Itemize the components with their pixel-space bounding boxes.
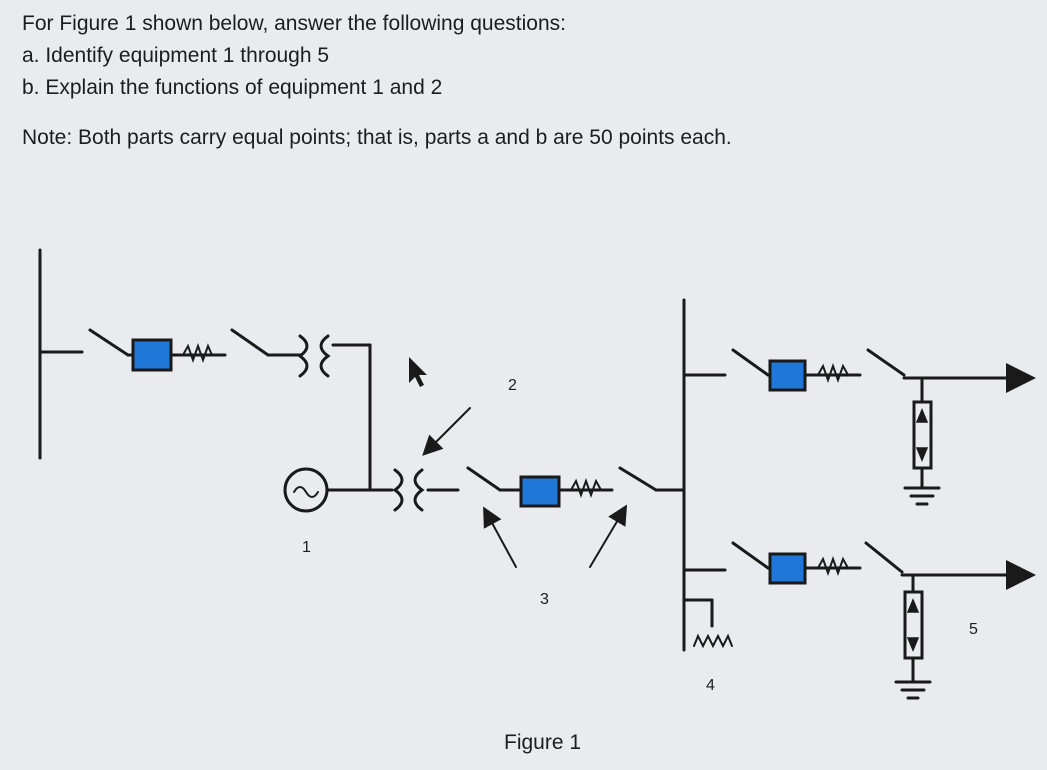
transformer-lower-secondary	[413, 468, 425, 512]
generator-symbol	[283, 467, 329, 513]
disconnect-switch-right-upper-right	[866, 348, 906, 377]
breaker-lower	[519, 475, 561, 508]
disconnect-switch-top-left	[88, 328, 130, 357]
label-4: 4	[706, 677, 715, 694]
label-3: 3	[540, 591, 549, 608]
pointer-arrow-2	[422, 407, 471, 456]
label-2: 2	[508, 377, 517, 394]
breaker-top-left	[131, 338, 173, 372]
label-5: 5	[969, 621, 978, 638]
transformer-top-primary	[297, 334, 309, 378]
relay-zigzag-right-lower	[817, 556, 849, 576]
question-note: Note: Both parts carry equal points; tha…	[22, 126, 732, 149]
relay-zigzag-top-left	[182, 343, 213, 363]
figure-caption: Figure 1	[504, 731, 582, 754]
disconnect-switch-top-mid	[230, 328, 270, 357]
mouse-cursor-icon	[409, 357, 427, 387]
breaker-right-upper	[768, 359, 807, 392]
generator-tilde	[293, 486, 319, 498]
disconnect-switch-right-upper-left	[731, 348, 770, 377]
question-part-a: a. Identify equipment 1 through 5	[22, 44, 330, 67]
disconnect-switch-lower-left	[466, 466, 502, 492]
relay-zigzag-right-upper	[817, 363, 849, 383]
question-block: For Figure 1 shown below, answer the fol…	[22, 12, 922, 160]
transformer-top-secondary	[319, 334, 331, 378]
breaker-right-lower	[768, 552, 807, 585]
disconnect-switch-right-lower-right	[864, 541, 904, 574]
question-part-b: b. Explain the functions of equipment 1 …	[22, 76, 443, 99]
disconnect-switch-right-lower-left	[731, 541, 770, 570]
question-intro: For Figure 1 shown below, answer the fol…	[22, 12, 566, 35]
transformer-lower-primary	[392, 468, 404, 512]
pointer-arrow-3-right	[589, 504, 628, 568]
disconnect-switch-lower-right	[618, 466, 658, 492]
label-1: 1	[302, 539, 311, 556]
resistor-symbol	[693, 633, 733, 649]
relay-zigzag-lower	[570, 478, 602, 498]
pointer-arrow-3-left	[483, 506, 517, 568]
